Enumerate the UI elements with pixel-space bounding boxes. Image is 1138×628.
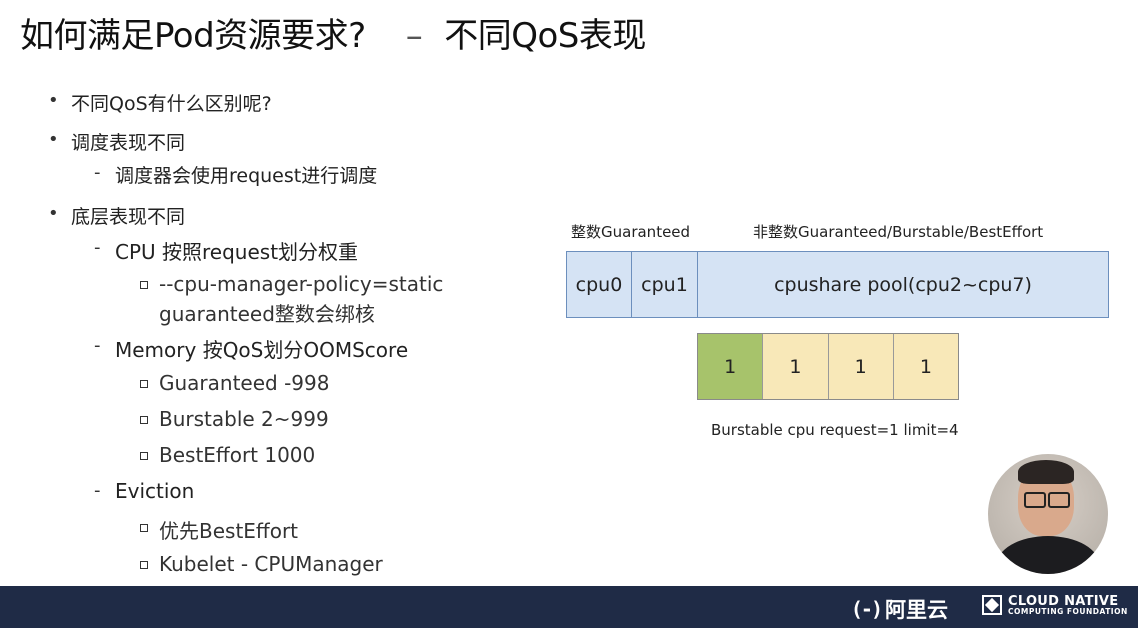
alibaba-cloud-logo: (-) 阿里云 [851, 594, 948, 624]
cpu-manager-policy: --cpu-manager-policy=static [159, 272, 444, 296]
bullet-scheduling: 调度表现不同 [71, 132, 186, 154]
square-bullet [140, 452, 148, 460]
slide-title-sub: 不同QoS表现 [444, 16, 646, 56]
slide-title-main: 如何满足Pod资源要求? [20, 16, 366, 56]
sub-memory-oomscore: Memory 按QoS划分OOMScore [115, 338, 409, 362]
sub-dash: - [94, 237, 101, 258]
bullet-underlying: 底层表现不同 [71, 206, 186, 228]
cpu-row: cpu0 cpu1 cpushare pool(cpu2~cpu7) [566, 251, 1109, 318]
cncf-line2: COMPUTING FOUNDATION [1008, 607, 1128, 616]
presenter-hair [1018, 460, 1074, 484]
square-bullet [140, 281, 148, 289]
oom-guaranteed: Guaranteed -998 [159, 371, 330, 395]
square-bullet [140, 561, 148, 569]
bullet-dot: • [48, 203, 59, 224]
oom-burstable: Burstable 2~999 [159, 407, 329, 431]
cpu0-cell: cpu0 [567, 252, 632, 317]
title-dash: – [405, 16, 423, 56]
bullet-dot: • [48, 90, 59, 111]
sub-dash: - [94, 162, 101, 183]
burstable-quota-row: 1 1 1 1 [697, 333, 959, 400]
glasses-left [1024, 492, 1046, 508]
evict-besteffort-first: 优先BestEffort [159, 519, 299, 543]
sub-cpu-weight: CPU 按照request划分权重 [115, 240, 359, 264]
presenter-video [988, 454, 1108, 574]
cncf-line1: CLOUD NATIVE [1008, 594, 1119, 609]
quota-used-cell: 1 [698, 334, 764, 399]
guaranteed-bind-core: guaranteed整数会绑核 [159, 302, 375, 326]
alibaba-cloud-icon: (-) [850, 597, 883, 621]
kubelet-cpumanager: Kubelet - CPUManager [159, 552, 383, 576]
sub-scheduler-request: 调度器会使用request进行调度 [115, 165, 378, 187]
cpu1-cell: cpu1 [632, 252, 698, 317]
caption-shared-pool: 非整数Guaranteed/Burstable/BestEffort [753, 223, 1044, 241]
quota-limit-cell: 1 [828, 334, 894, 399]
square-bullet [140, 524, 148, 532]
quota-caption: Burstable cpu request=1 limit=4 [711, 421, 959, 439]
slide-title: 如何满足Pod资源要求?–不同QoS表现 [20, 8, 646, 57]
cncf-icon [982, 595, 1002, 616]
bullet-qos-difference: 不同QoS有什么区别呢? [71, 93, 272, 115]
caption-integer-guaranteed: 整数Guaranteed [571, 223, 691, 241]
cncf-logo: CLOUD NATIVE COMPUTING FOUNDATION [982, 595, 1128, 616]
sub-dash: - [94, 480, 101, 501]
bullet-dot: • [48, 129, 59, 150]
cpushare-pool-cell: cpushare pool(cpu2~cpu7) [774, 273, 1032, 296]
quota-limit-cell: 1 [893, 334, 958, 399]
oom-besteffort: BestEffort 1000 [159, 443, 316, 467]
footer-bar: (-) 阿里云 CLOUD NATIVE COMPUTING FOUNDATIO… [0, 586, 1138, 628]
sub-dash: - [94, 335, 101, 356]
sub-eviction: Eviction [115, 479, 195, 503]
quota-limit-cell: 1 [763, 334, 829, 399]
square-bullet [140, 380, 148, 388]
alibaba-cloud-text: 阿里云 [885, 598, 948, 622]
square-bullet [140, 416, 148, 424]
glasses-right [1048, 492, 1070, 508]
presenter-shirt [996, 536, 1100, 574]
